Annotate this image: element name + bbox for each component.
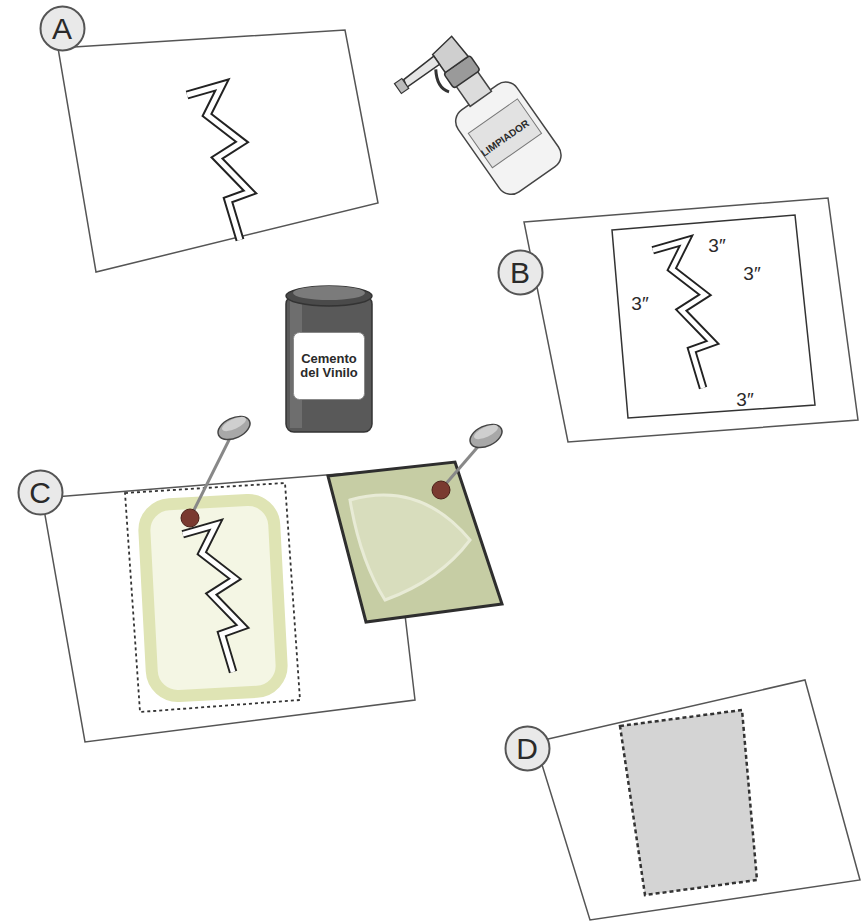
vinyl-sheet — [653, 241, 713, 388]
text-group: B — [510, 256, 530, 289]
text-group: Cemento del Vinilo — [297, 352, 361, 381]
text-group: C — [29, 476, 51, 509]
vinyl-sheet — [183, 525, 243, 672]
vinyl-sheet — [535, 680, 860, 920]
jar-label: Cemento del Vinilo — [293, 332, 365, 400]
step-letter-circle: B — [497, 249, 544, 296]
vinyl-patch — [350, 495, 470, 600]
vinyl-sheet — [187, 85, 250, 240]
vinyl-patch — [328, 462, 502, 622]
text-group: D — [516, 732, 538, 765]
cement-jar — [286, 296, 372, 432]
vinyl-sheet — [143, 499, 283, 698]
brush-applicator — [466, 420, 505, 452]
step-letter: B — [510, 256, 530, 289]
vinyl-sheet — [620, 710, 757, 895]
brush-applicator — [432, 481, 450, 499]
cement-jar — [286, 286, 372, 432]
spray-bottle — [431, 69, 450, 93]
step-letter-circle: D — [504, 725, 551, 772]
brush-applicator — [214, 412, 253, 444]
cement-jar — [286, 286, 372, 306]
circle-outline — [18, 470, 62, 514]
step-letter: C — [29, 476, 51, 509]
step-letter: A — [52, 12, 72, 45]
vinyl-patch — [328, 462, 502, 622]
spray-bottle — [468, 99, 541, 168]
dimension-label: 3″ — [743, 263, 760, 285]
step-letter-circle: A — [39, 5, 86, 52]
dimension-label: 3″ — [736, 389, 753, 411]
vinyl-sheet — [653, 241, 713, 388]
vinyl-sheet — [58, 30, 378, 272]
brush-applicator — [181, 509, 199, 527]
vinyl-sheet — [653, 241, 713, 388]
text-group: A — [52, 12, 72, 45]
brush-applicator — [444, 442, 482, 486]
vinyl-sheet — [524, 198, 858, 442]
product-name: Cemento del Vinilo — [297, 352, 361, 381]
dimension-label: 3″ — [708, 235, 725, 257]
dimension-label: 3″ — [631, 293, 648, 315]
vinyl-sheet — [183, 525, 243, 672]
vinyl-sheet — [58, 30, 378, 272]
brush-applicator — [472, 422, 500, 442]
brush-applicator — [432, 420, 506, 499]
spray-bottle — [391, 23, 566, 215]
cement-jar — [293, 286, 365, 300]
step-letter-circle: C — [17, 469, 64, 516]
vinyl-sheet — [612, 215, 815, 418]
label-outline — [294, 333, 365, 400]
circle-outline — [40, 6, 84, 50]
circle-outline — [505, 726, 549, 770]
vinyl-sheet — [187, 85, 250, 240]
vinyl-sheet — [183, 525, 243, 672]
spray-bottle — [401, 56, 440, 87]
bottle-label: LIMPIADOR — [479, 117, 531, 158]
brush-applicator — [192, 434, 232, 514]
brush-applicator — [220, 414, 248, 434]
step-letter: D — [516, 732, 538, 765]
vinyl-sheet — [535, 680, 860, 920]
spray-bottle — [394, 79, 408, 94]
vinyl-sheet — [125, 483, 300, 712]
brush-applicator — [181, 412, 254, 527]
circle-outline — [498, 250, 542, 294]
vinyl-sheet — [187, 85, 250, 240]
vinyl-sheet — [524, 198, 858, 442]
